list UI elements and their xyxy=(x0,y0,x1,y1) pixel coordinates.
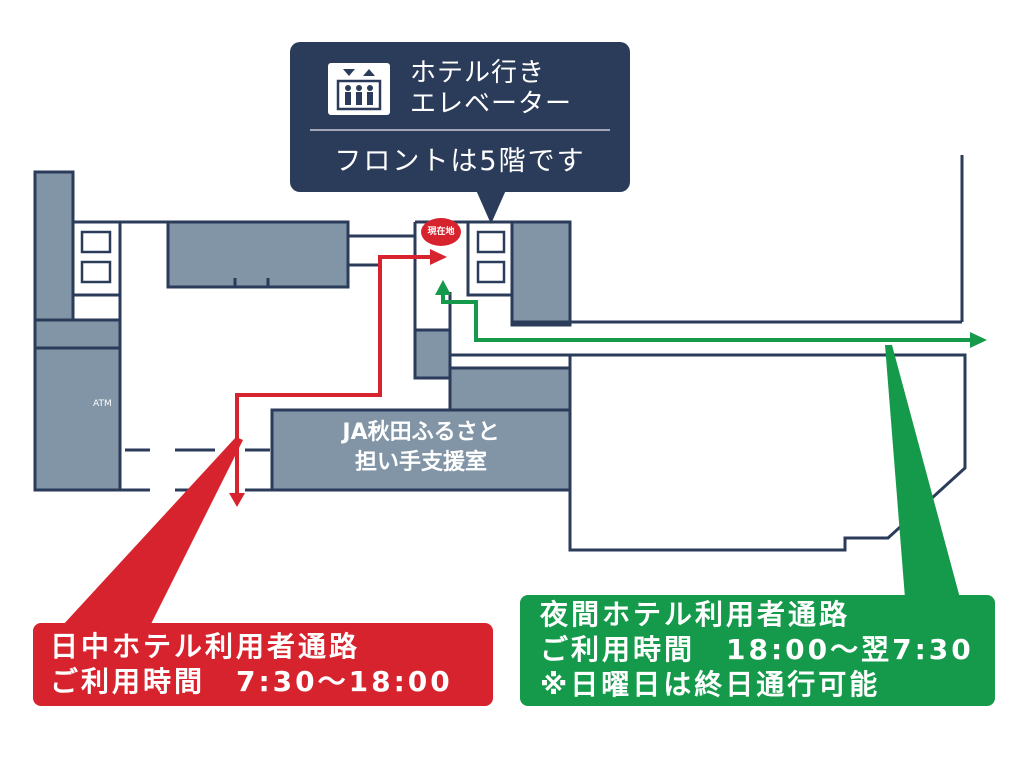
hotel-elevator-shaft xyxy=(466,220,514,297)
day-route-pointer xyxy=(62,437,243,626)
day-route-arrowhead xyxy=(430,249,447,265)
support-room-block xyxy=(270,408,572,492)
center-wall-block xyxy=(448,366,572,412)
elevator-icon xyxy=(328,63,390,115)
night-route-pointer xyxy=(885,345,960,598)
left-wall-block xyxy=(33,170,75,322)
night-route-note: ※日曜日は終日通行可能 xyxy=(540,668,881,701)
center-wall-block xyxy=(510,220,572,327)
callout-tail xyxy=(476,190,506,224)
night-route-arrowhead xyxy=(970,332,987,348)
day-route-title: 日中ホテル利用者通路 xyxy=(50,630,361,663)
elevator-car xyxy=(476,230,506,254)
night-route-title: 夜間ホテル利用者通路 xyxy=(540,598,851,631)
elevator-callout xyxy=(290,42,630,224)
elevator-door-frame xyxy=(336,79,382,111)
elevator-car xyxy=(80,230,112,254)
elevator-shaft-left xyxy=(71,220,122,297)
current-location-marker xyxy=(421,218,461,246)
person-icon xyxy=(367,85,373,91)
person-icon xyxy=(345,92,351,105)
upper-wall-block xyxy=(166,220,350,289)
callout-title-line-2: エレベーター xyxy=(410,89,573,119)
callout-title-line-1: ホテル行き xyxy=(410,58,546,88)
day-route-arrowhead xyxy=(229,493,245,507)
right-room xyxy=(568,353,967,552)
atm-label: ATM xyxy=(93,399,112,409)
night-route-path xyxy=(441,292,972,342)
floor-plan xyxy=(33,155,967,552)
person-icon xyxy=(367,92,373,105)
person-icon xyxy=(345,85,351,91)
elevator-car xyxy=(80,260,112,284)
night-route-hours: ご利用時間 18:00〜翌7:30 xyxy=(540,633,974,666)
day-route-hours: ご利用時間 7:30〜18:00 xyxy=(50,665,453,698)
up-arrow-icon xyxy=(363,69,375,76)
atm-block xyxy=(33,346,122,492)
down-arrow-icon xyxy=(343,69,355,76)
left-wall-block xyxy=(33,318,122,350)
night-route-info-box xyxy=(520,595,995,706)
day-route-path xyxy=(235,255,433,497)
day-route xyxy=(33,249,493,706)
elevator-car xyxy=(476,260,506,284)
room-label-line-1: JA秋田ふるさと xyxy=(342,420,500,445)
night-route-arrowhead xyxy=(435,280,451,295)
person-icon xyxy=(356,92,362,105)
room-label-line-2: 担い手支援室 xyxy=(354,450,487,475)
person-icon xyxy=(356,85,362,91)
current-location-label: 現在地 xyxy=(427,227,455,237)
day-route-info-box xyxy=(33,623,493,706)
small-wall-block xyxy=(413,328,452,380)
night-route xyxy=(435,280,995,706)
callout-front-desk-note: フロントは5階です xyxy=(334,146,586,177)
